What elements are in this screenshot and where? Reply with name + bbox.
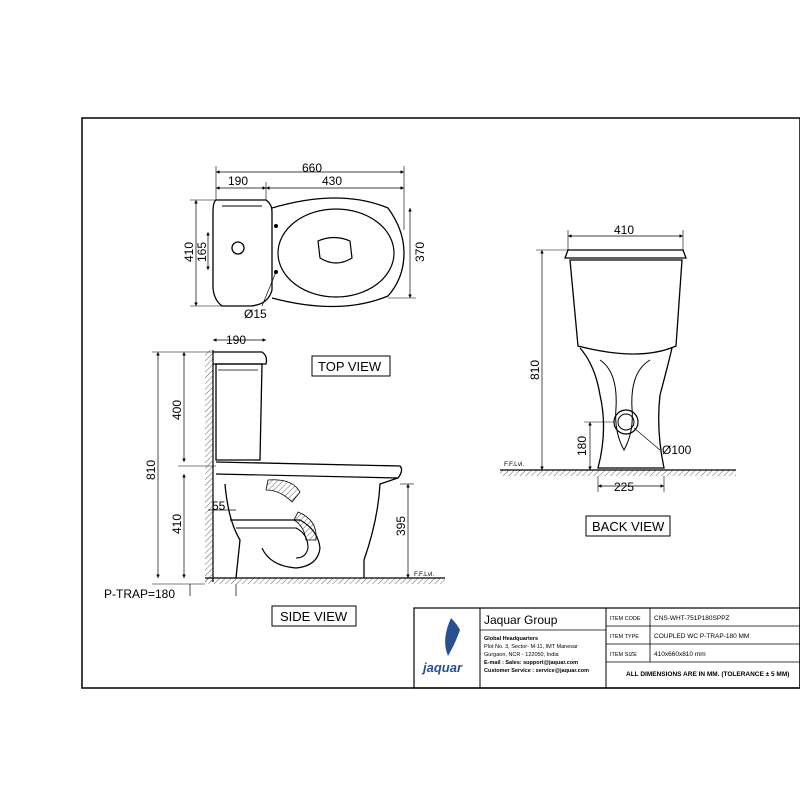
dim-190-side: 190 <box>226 333 246 347</box>
dim-225: 225 <box>614 480 634 494</box>
logo-text: jaquar <box>421 660 463 675</box>
item-code-value: CNS-WHT-751P180SPPZ <box>654 615 730 622</box>
tolerance-note: ALL DIMENSIONS ARE IN MM. (TOLERANCE ± 5… <box>626 671 789 678</box>
dim-810-side: 810 <box>144 460 158 480</box>
side-view-label: SIDE VIEW <box>280 609 348 624</box>
jaquar-logo: jaquar <box>421 618 463 675</box>
item-size-key: ITEM SIZE <box>610 652 637 658</box>
title-block: jaquar Jaquar Group Global Headquarters … <box>413 607 800 689</box>
dim-410-back: 410 <box>614 223 634 237</box>
address-line-4: E-mail : Sales: support@jaquar.com <box>484 660 578 666</box>
address-line-1: Global Headquarters <box>484 636 538 642</box>
item-code-key: ITEM CODE <box>610 616 641 622</box>
ffl-label-back: F.F.Lvl. <box>504 461 524 468</box>
dim-400: 400 <box>170 400 184 420</box>
dim-810-back: 810 <box>528 360 542 380</box>
dim-190-top: 190 <box>228 174 248 188</box>
drawing-border <box>81 117 800 689</box>
dim-430: 430 <box>322 174 342 188</box>
ffl-label-side: F.F.Lvl. <box>414 571 434 578</box>
top-view-label: TOP VIEW <box>318 359 382 374</box>
top-view: 660 190 430 410 165 370 Ø15 TOP VIEW <box>182 161 427 377</box>
item-type-key: ITEM TYPE <box>610 634 639 640</box>
dim-dia100: Ø100 <box>662 443 692 457</box>
dim-165: 165 <box>195 242 209 262</box>
back-view: F.F.Lvl. 410 810 180 Ø100 225 BACK VIEW <box>500 223 736 537</box>
brand-name: Jaquar Group <box>484 613 558 627</box>
dim-660: 660 <box>302 161 322 175</box>
item-type-value: COUPLED WC P-TRAP-180 MM <box>654 633 749 640</box>
address-line-2: Plot No. 3, Sector- M-11, IMT Manesar <box>484 644 578 650</box>
dim-410-side: 410 <box>170 514 184 534</box>
item-size-value: 410x660x810 mm <box>654 651 706 658</box>
side-view: 190 810 400 410 55 395 F.F.Lvl. P-TRAP=1… <box>104 333 445 627</box>
dim-ptrap: P-TRAP=180 <box>104 587 175 601</box>
address-line-5: Customer Service : service@jaquar.com <box>484 668 589 674</box>
dim-180: 180 <box>575 436 589 456</box>
dim-410-top: 410 <box>182 242 196 262</box>
inlet-hole <box>231 241 245 255</box>
dim-370: 370 <box>413 242 427 262</box>
address-line-3: Gurgaon, NCR - 122050, India <box>484 652 560 658</box>
dim-55: 55 <box>212 499 226 513</box>
dim-dia15: Ø15 <box>244 307 267 321</box>
back-view-label: BACK VIEW <box>592 519 665 534</box>
dim-395: 395 <box>394 516 408 536</box>
